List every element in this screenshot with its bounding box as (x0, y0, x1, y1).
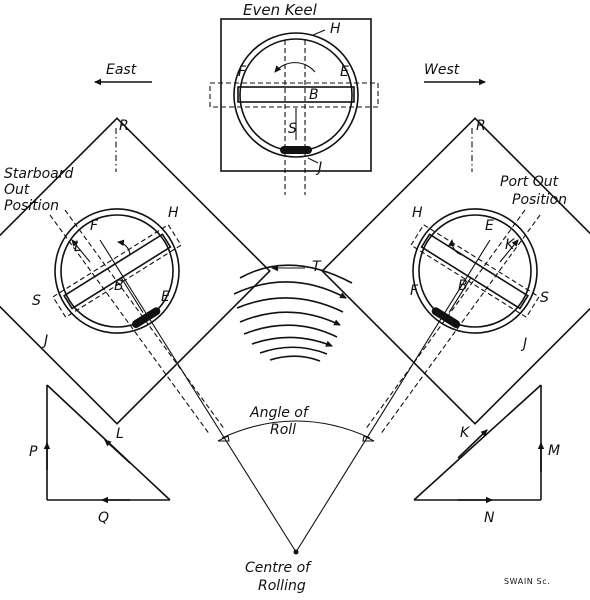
centre-line1: Centre of (245, 560, 312, 576)
port-B: B (458, 278, 468, 294)
even-keel-outer-ring (233, 32, 359, 158)
tri-K: K (460, 425, 471, 441)
tri-P: P (29, 444, 38, 460)
port-gyroscope (321, 117, 590, 425)
port-weight-J (431, 307, 461, 329)
centre-point (293, 549, 299, 555)
port-S: S (540, 290, 549, 306)
arcs-T: T (312, 259, 322, 275)
even-keel-S: S (288, 121, 297, 137)
port-F: F (410, 283, 419, 299)
starboard-E: E (161, 289, 170, 305)
tri-L: L (116, 426, 124, 442)
even-keel-outline-dashed (209, 82, 379, 108)
starboard-out-line3: Position (4, 198, 59, 214)
rotation-arcs-T: T (233, 259, 353, 362)
port-out-line1: Port Out (500, 174, 559, 190)
tri-N: N (484, 510, 495, 526)
even-keel-rotation-arrow (274, 62, 316, 73)
starboard-H: H (168, 205, 179, 221)
starboard-L: L (74, 239, 82, 255)
starboard-out-line2: Out (4, 182, 30, 198)
starboard-outer-ring (54, 208, 180, 334)
starboard-out-line1: Starboard (4, 166, 73, 182)
east-arrow: East (94, 62, 152, 86)
port-E: E (485, 218, 494, 234)
even-keel-F: F (238, 64, 247, 80)
tri-M: M (548, 443, 560, 459)
even-keel-H: H (330, 21, 341, 37)
starboard-S: S (32, 293, 41, 309)
port-K: K (505, 237, 516, 253)
port-casing (321, 117, 590, 425)
starboard-B: B (114, 278, 124, 294)
even-keel-axle-bar (237, 86, 355, 103)
west-arrow: West (424, 62, 486, 86)
even-keel-E: E (340, 64, 349, 80)
left-triangle: P L Q (29, 384, 171, 526)
engraver-credit: SWAIN Sc. (504, 577, 550, 586)
port-H: H (412, 205, 423, 221)
right-triangle: K M N (413, 384, 560, 526)
starboard-gyroscope (0, 117, 271, 425)
even-keel-casing (220, 18, 372, 172)
angle-arc (221, 420, 371, 439)
angle-line1: Angle of (249, 405, 310, 421)
even-keel-J: J (315, 160, 322, 176)
even-keel-gyroscope: H F E B S J (209, 18, 379, 195)
port-arrow-K (499, 239, 519, 263)
centre-line2: Rolling (258, 578, 306, 594)
right-R: R (476, 118, 486, 134)
starboard-J: J (41, 333, 48, 349)
even-keel-weight-J (280, 146, 312, 154)
east-label: East (106, 62, 137, 78)
starboard-weight-J (131, 307, 161, 329)
starboard-casing (0, 117, 271, 425)
tri-Q: Q (98, 510, 109, 526)
starboard-F: F (90, 218, 99, 234)
even-keel-label: Even Keel (243, 1, 318, 19)
angle-line2: Roll (270, 422, 296, 438)
port-out-line2: Position (512, 192, 567, 208)
even-keel-B: B (309, 87, 319, 103)
west-label: West (424, 62, 460, 78)
starboard-arrow-L (71, 239, 91, 263)
port-J: J (520, 336, 527, 352)
